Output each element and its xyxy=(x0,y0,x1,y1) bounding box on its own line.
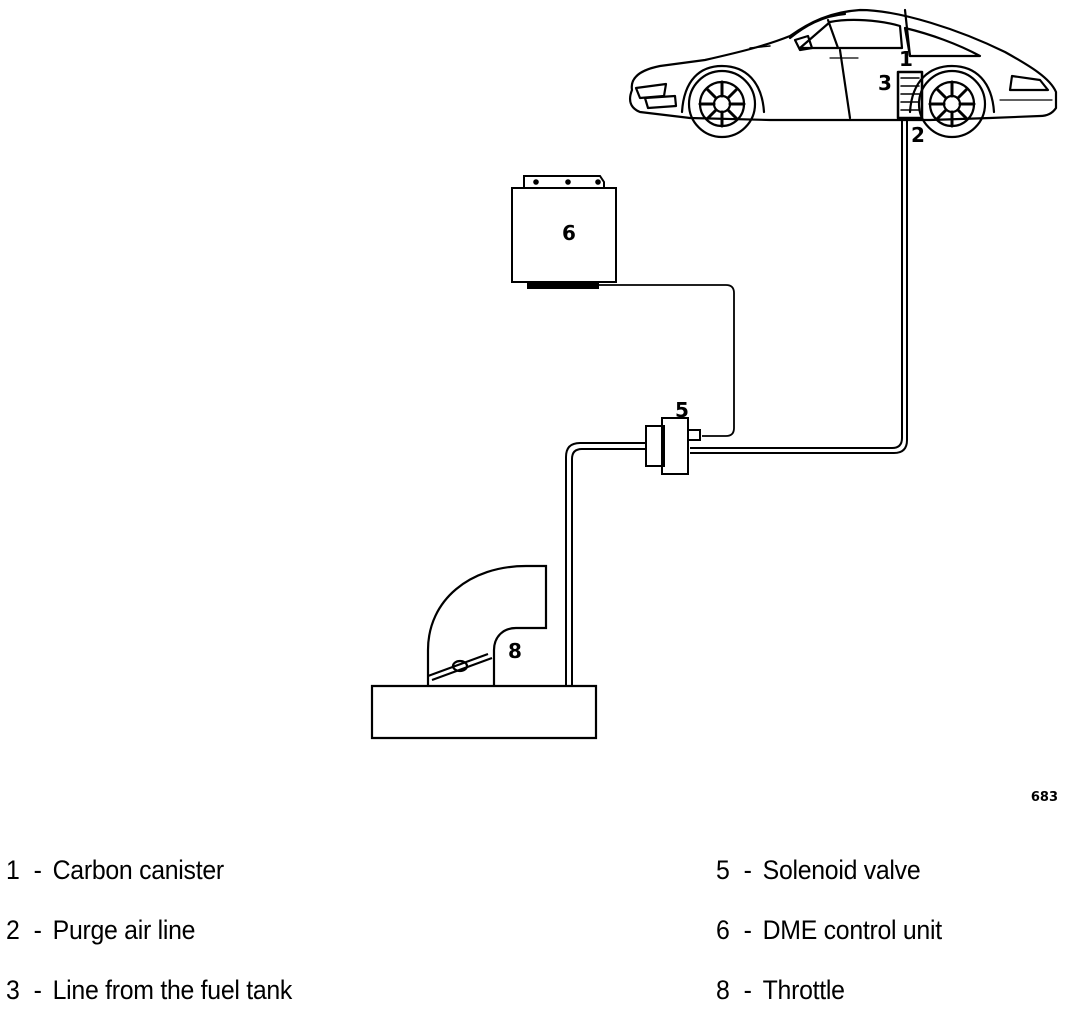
legend-item: 2-Purge air line xyxy=(6,900,292,960)
legend-dash: - xyxy=(743,915,752,945)
callout-3: 3 xyxy=(878,71,892,95)
legend-number: 5 xyxy=(716,855,730,885)
callout-1: 1 xyxy=(899,47,913,71)
legend-item: 8-Throttle xyxy=(716,960,942,1020)
solenoid-valve xyxy=(645,417,701,475)
valve-to-throttle-line xyxy=(565,442,646,686)
legend-label: Carbon canister xyxy=(52,855,224,885)
legend-number: 1 xyxy=(6,855,20,885)
legend-dash: - xyxy=(743,975,752,1005)
legend-item: 5-Solenoid valve xyxy=(716,840,942,900)
legend-right: 5-Solenoid valve 6-DME control unit 8-Th… xyxy=(716,840,961,1020)
legend-label: Throttle xyxy=(762,975,845,1005)
legend-label: Solenoid valve xyxy=(762,855,921,885)
dme-signal-wire xyxy=(598,284,735,437)
legend-number: 3 xyxy=(6,975,20,1005)
throttle-assembly xyxy=(370,564,598,740)
legend-item: 6-DME control unit xyxy=(716,900,942,960)
legend-dash: - xyxy=(33,915,42,945)
legend-item: 3-Line from the fuel tank xyxy=(6,960,292,1020)
figure-number: 683 xyxy=(1030,790,1058,805)
callout-6: 6 xyxy=(562,221,576,245)
legend-number: 2 xyxy=(6,915,20,945)
callout-2: 2 xyxy=(911,123,925,147)
legend-dash: - xyxy=(743,855,752,885)
legend-item: 1-Carbon canister xyxy=(6,840,292,900)
legend-label: Purge air line xyxy=(52,915,196,945)
callout-8: 8 xyxy=(508,639,522,663)
legend-label: Line from the fuel tank xyxy=(52,975,293,1005)
legend-number: 6 xyxy=(716,915,730,945)
legend-dash: - xyxy=(33,855,42,885)
car-illustration xyxy=(629,8,1058,139)
legend-dash: - xyxy=(33,975,42,1005)
legend-left: 1-Carbon canister 2-Purge air line 3-Lin… xyxy=(6,840,317,1020)
legend-label: DME control unit xyxy=(762,915,942,945)
purge-air-line xyxy=(690,118,908,454)
legend-number: 8 xyxy=(716,975,730,1005)
callout-5: 5 xyxy=(675,398,689,422)
